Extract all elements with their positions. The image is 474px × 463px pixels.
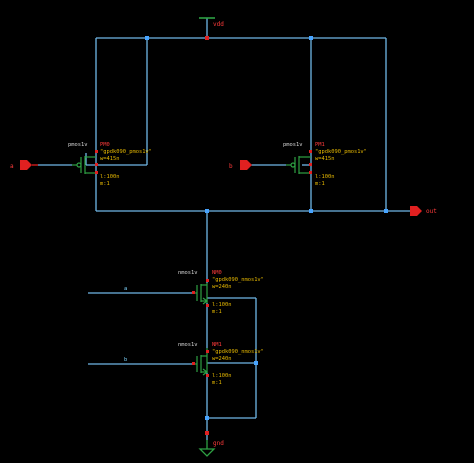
nm1-model-label: "gpdk090_nmos1v" bbox=[212, 349, 264, 355]
nm0-transistor[interactable]: nmos1v NM0 "gpdk090_nmos1v" w=240n l:100… bbox=[178, 270, 264, 315]
terminal-dot bbox=[95, 171, 98, 174]
nm1-arrow-icon bbox=[202, 368, 208, 376]
nm1-inst-label: NM1 bbox=[212, 342, 222, 348]
junction-dot bbox=[309, 36, 313, 40]
b-arrow-icon bbox=[240, 160, 252, 170]
pm0-transistor[interactable]: pmos1v PM0 "gpdk090_pmos1v" w=415n l:100… bbox=[68, 142, 152, 187]
junction-dot bbox=[145, 36, 149, 40]
nm1-w-label: w=240n bbox=[212, 356, 231, 362]
nm0-model-label: "gpdk090_nmos1v" bbox=[212, 277, 264, 283]
terminal-dot bbox=[192, 362, 195, 365]
terminal-dot bbox=[95, 150, 98, 153]
a-pin[interactable]: a bbox=[10, 160, 38, 170]
nm0-cell-label: nmos1v bbox=[178, 270, 197, 276]
pm1-inst-label: PM1 bbox=[315, 142, 325, 148]
nm0-w-label: w=240n bbox=[212, 284, 231, 290]
pm1-m-label: m:1 bbox=[315, 181, 325, 187]
a-pin-label: a bbox=[10, 163, 14, 170]
terminal-dot bbox=[309, 150, 312, 153]
nm0-m-label: m:1 bbox=[212, 309, 222, 315]
pm1-w-label: w=415n bbox=[315, 156, 334, 162]
junction-dot bbox=[384, 209, 388, 213]
a-arrow-icon bbox=[20, 160, 32, 170]
junction-dot bbox=[205, 209, 209, 213]
pm0-w-label: w=415n bbox=[100, 156, 119, 162]
pm0-m-label: m:1 bbox=[100, 181, 110, 187]
pm1-cell-label: pmos1v bbox=[283, 142, 302, 148]
pm1-transistor[interactable]: pmos1v PM1 "gpdk090_pmos1v" w=415n l:100… bbox=[283, 142, 367, 187]
nm1-cell-label: nmos1v bbox=[178, 342, 197, 348]
terminal-markers bbox=[95, 150, 312, 377]
junction-dots bbox=[145, 36, 388, 420]
nm0-l-label: l:100n bbox=[212, 302, 231, 308]
junction-dot bbox=[254, 361, 258, 365]
vdd-label: vdd bbox=[213, 21, 224, 28]
pm0-model-label: "gpdk090_pmos1v" bbox=[100, 149, 152, 155]
nm1-m-label: m:1 bbox=[212, 380, 222, 386]
gnd-label: gnd bbox=[213, 440, 224, 447]
b-pin[interactable]: b bbox=[229, 160, 252, 170]
terminal-dot bbox=[206, 279, 209, 282]
terminal-dot bbox=[192, 291, 195, 294]
junction-dot bbox=[309, 209, 313, 213]
gnd-triangle bbox=[198, 448, 216, 457]
net-a-label: a bbox=[124, 286, 127, 292]
out-arrow-icon bbox=[410, 206, 422, 216]
nm1-l-label: l:100n bbox=[212, 373, 231, 379]
terminal-dot bbox=[309, 163, 312, 166]
gnd-terminal bbox=[205, 431, 209, 435]
terminal-dot bbox=[206, 350, 209, 353]
b-pin-label: b bbox=[229, 163, 233, 170]
terminal-dot bbox=[95, 163, 98, 166]
terminal-dot bbox=[309, 171, 312, 174]
out-label: out bbox=[426, 208, 437, 215]
pm0-l-label: l:100n bbox=[100, 174, 119, 180]
pm1-model-label: "gpdk090_pmos1v" bbox=[315, 149, 367, 155]
terminal-dot bbox=[206, 304, 209, 307]
terminal-dot bbox=[206, 374, 209, 377]
nm0-arrow-icon bbox=[202, 297, 208, 305]
wires bbox=[38, 18, 410, 440]
nm0-inst-label: NM0 bbox=[212, 270, 222, 276]
junction-dot bbox=[205, 416, 209, 420]
vdd-terminal bbox=[205, 36, 209, 40]
pm1-l-label: l:100n bbox=[315, 174, 334, 180]
out-pin[interactable]: out bbox=[410, 206, 437, 216]
net-b-label: b bbox=[124, 357, 127, 363]
vdd-pin[interactable]: vdd bbox=[199, 17, 224, 40]
pm0-inst-label: PM0 bbox=[100, 142, 110, 148]
gnd-pin[interactable]: gnd bbox=[198, 431, 224, 457]
pm0-cell-label: pmos1v bbox=[68, 142, 87, 148]
